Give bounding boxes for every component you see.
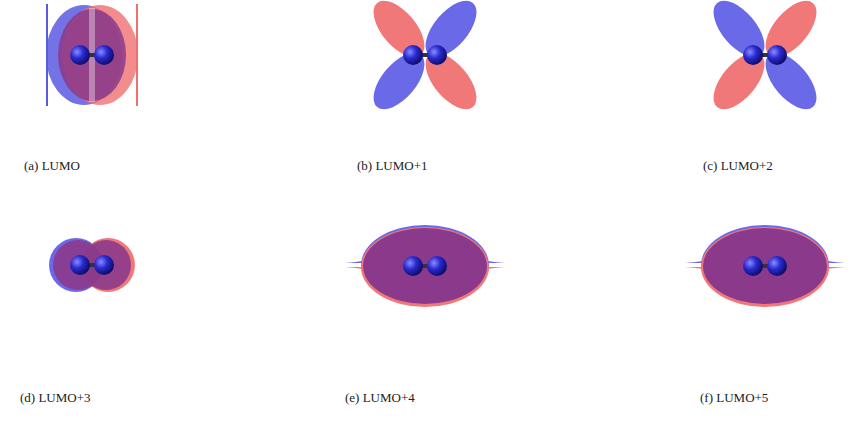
panel-caption: (a) LUMO [24,158,80,174]
panel-caption: (f) LUMO+5 [700,390,768,406]
panel-caption: (c) LUMO+2 [703,158,773,174]
panel-caption: (d) LUMO+3 [20,390,91,406]
orbital-e [345,225,505,307]
orbital-b [364,0,486,118]
molecule-atoms [70,45,787,276]
orbital-c [704,0,826,118]
orbital-f [685,225,845,307]
orbital-a [46,4,138,106]
panel-caption: (e) LUMO+4 [345,390,415,406]
panel-caption: (b) LUMO+1 [357,158,428,174]
orbital-d [49,238,135,292]
